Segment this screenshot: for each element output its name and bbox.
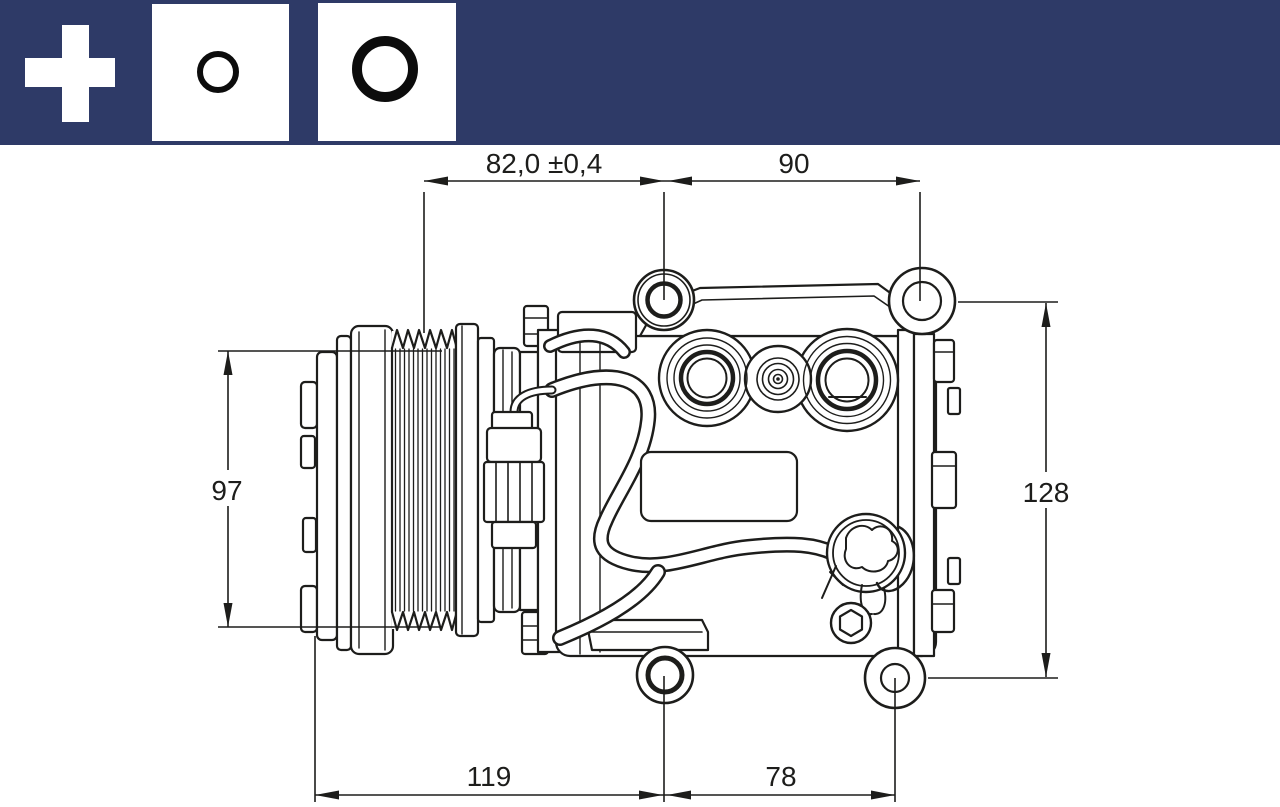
rear-bracket: [821, 512, 916, 645]
dim-label-bottom-rear: 78: [765, 761, 796, 792]
clutch-plate: [299, 324, 395, 656]
dim-label-width-rear: 90: [778, 148, 809, 179]
dim-label-mount-height: 128: [1023, 477, 1070, 508]
wiring-harness: [509, 328, 841, 646]
center-fitting: [756, 357, 800, 401]
compressor-part: [299, 266, 962, 710]
large-pulley-circle-icon: [318, 3, 456, 141]
dim-text-gap: [1014, 472, 1078, 508]
hex-bolt: [829, 601, 873, 645]
name-plate: [639, 450, 799, 523]
legend-banner: [0, 0, 1280, 145]
plus-icon: [25, 25, 115, 122]
small-pulley-circle-icon: [152, 4, 289, 141]
dimension-arrows: [223, 176, 1051, 800]
port-right: [802, 335, 892, 425]
mount-hole-bottom-left: [635, 645, 695, 705]
dim-label-bottom-front: 119: [467, 761, 512, 792]
electrical-connector: [482, 410, 546, 550]
dim-label-clutch-diameter: 97: [211, 475, 242, 506]
port-left: [666, 337, 748, 419]
port-housing: [657, 327, 900, 433]
dim-text-gap: [198, 470, 256, 506]
dim-label-width-front: 82,0 ±0,4: [486, 148, 603, 179]
mount-hole-top-right: [887, 266, 957, 336]
